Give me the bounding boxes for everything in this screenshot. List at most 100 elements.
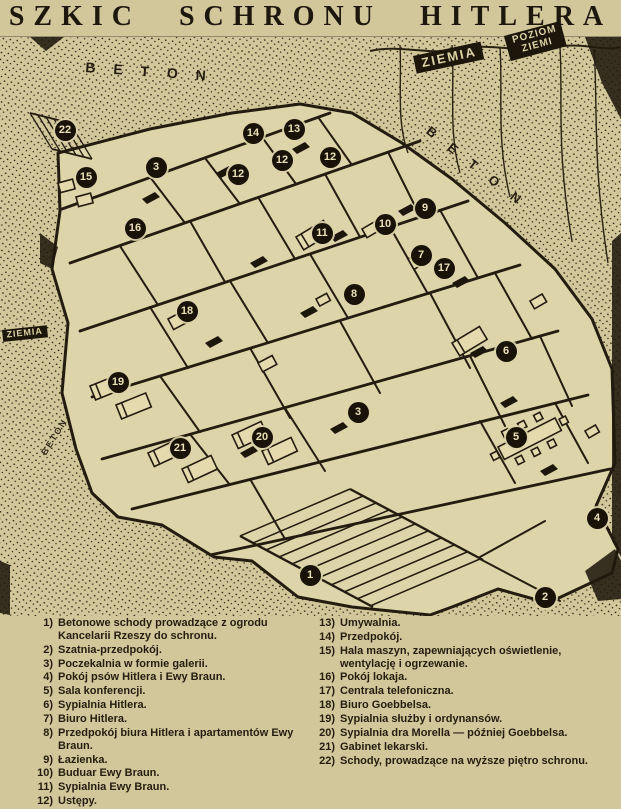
legend-item-number: 5) [43,685,53,698]
legend-item-number: 1) [43,617,53,629]
room-marker-21: 21 [169,437,191,459]
legend-item-number: 3) [43,657,53,670]
stipple-texture [0,37,621,616]
legend-item-13: 13) Umywalnia. [308,617,608,630]
room-marker-18: 18 [176,300,198,322]
legend-item-22: 22) Schody, prowadzące na wyższe piętro s… [308,755,608,768]
legend-item-number: 20) [319,726,335,739]
legend-item-text: Hala maszyn, zapewniających oświetlenie,… [340,644,562,670]
room-marker-1: 1 [299,564,321,586]
legend-item-text: Buduar Ewy Braun. [58,767,160,780]
room-marker-12: 12 [227,163,249,185]
legend-item-2: 2)Szatnia-przedpokój. [26,644,294,657]
legend-item-number: 12) [37,795,53,808]
legend-item-text: Sypialnia służby i ordynansów. [340,713,503,726]
legend-item-text: Pokój psów Hitlera i Ewy Braun. [58,671,226,684]
legend-item-number: 10) [37,767,53,780]
room-marker-16: 16 [124,217,146,239]
legend-item-text: Przedpokój. [340,630,403,643]
legend: 1) Betonowe schody prowadzące z ogrodu Ka… [0,617,621,809]
legend-item-6: 6) Sypialnia Hitlera. [26,699,294,712]
legend-item-number: 7) [43,713,53,726]
bunker-floor [52,104,618,615]
legend-item-1: 1) Betonowe schody prowadzące z ogrodu Ka… [26,617,294,643]
legend-item-4: 4) Pokój psów Hitlera i Ewy Braun. [26,671,294,684]
bunker-diagram [0,36,621,616]
room-marker-14: 14 [242,122,264,144]
legend-item-text: Szatnia-przedpokój. [58,643,162,656]
legend-item-number: 9) [43,753,53,766]
room-marker-12: 12 [319,146,341,168]
legend-item-number: 21) [319,740,335,753]
room-marker-20: 20 [251,426,273,448]
legend-column-right: 13) Umywalnia. 14) Przedpokój. 15) Hala maszy… [308,617,608,809]
legend-item-number: 13) [319,617,335,629]
legend-item-5: 5) Sala konferencji. [26,685,294,698]
legend-item-text: Sypialnia Ewy Braun. [58,781,170,794]
legend-item-10: 10) Buduar Ewy Braun. [26,767,294,780]
legend-item-number: 18) [319,699,335,712]
legend-item-14: 14) Przedpokój. [308,631,608,644]
legend-item-19: 19) Sypialnia służby i ordynansów. [308,713,608,726]
legend-item-8: 8) Przedpokój biura Hitlera i apartamentó… [26,727,294,753]
legend-item-number: 8) [43,726,53,739]
legend-item-18: 18)Biuro Goebbelsa. [308,699,608,712]
legend-item-text: Ustępy. [58,795,97,808]
room-marker-12: 12 [271,149,293,171]
legend-item-text: Łazienka. [58,753,108,766]
legend-item-15: 15) Hala maszyn, zapewniających oświetlen… [308,645,608,671]
furniture [57,178,601,484]
legend-item-number: 15) [319,644,335,657]
legend-item-text: Gabinet lekarski. [340,740,429,753]
legend-item-11: 11) Sypialnia Ewy Braun. [26,781,294,794]
legend-item-text: Betonowe schody prowadzące z ogrodu Kanc… [58,617,268,642]
legend-item-20: 20) Sypialnia dra Morella — później Goebb… [308,727,608,740]
room-marker-3: 3 [145,156,167,178]
legend-item-number: 6) [43,699,53,712]
legend-item-12: 12) Ustępy. [26,795,294,808]
legend-item-text: Biuro Hitlera. [58,713,128,726]
interior-walls-long [60,111,612,557]
room-marker-10: 10 [374,213,396,235]
legend-item-text: Przedpokój biura Hitlera i apartamentów … [58,726,294,752]
room-marker-3: 3 [347,401,369,423]
bunker-outline [50,102,620,616]
room-marker-7: 7 [410,244,432,266]
page-title: SZKIC SCHRONU HITLERA [8,1,613,32]
legend-item-number: 22) [319,754,335,767]
legend-item-text: Umywalnia. [340,617,401,629]
legend-item-16: 16) Pokój lokaja. [308,671,608,684]
legend-item-7: 7) Biuro Hitlera. [26,713,294,726]
legend-item-3: 3) Poczekalnia w formie galerii. [26,658,294,671]
room-marker-8: 8 [343,283,365,305]
legend-item-number: 11) [37,781,53,794]
staircase-main [239,487,484,609]
room-marker-5: 5 [505,426,527,448]
legend-item-9: 9) Łazienka. [26,754,294,767]
legend-item-text: Schody, prowadzące na wyższe piętro schr… [340,754,588,767]
legend-item-number: 16) [319,671,335,684]
room-marker-13: 13 [283,118,305,140]
legend-item-number: 14) [319,630,335,643]
room-marker-19: 19 [107,371,129,393]
legend-item-text: Centrala telefoniczna. [340,685,454,698]
bunker-drawing [0,37,621,616]
legend-item-text: Poczekalnia w formie galerii. [58,657,208,670]
legend-item-number: 17) [319,685,335,698]
legend-item-17: 17) Centrala telefoniczna. [308,685,608,698]
legend-item-number: 4) [43,671,53,684]
room-marker-9: 9 [414,197,436,219]
room-marker-22: 22 [54,119,76,141]
conference-table [489,411,570,466]
room-marker-2: 2 [534,586,556,608]
legend-item-text: Sypialnia Hitlera. [58,699,147,712]
room-marker-6: 6 [495,340,517,362]
legend-item-text: Sypialnia dra Morella — później Goebbels… [340,726,568,739]
legend-item-text: Sala konferencji. [58,685,146,698]
legend-item-text: Pokój lokaja. [340,671,408,684]
legend-item-number: 19) [319,713,335,726]
room-marker-11: 11 [311,222,333,244]
room-marker-4: 4 [586,507,608,529]
room-marker-17: 17 [433,257,455,279]
